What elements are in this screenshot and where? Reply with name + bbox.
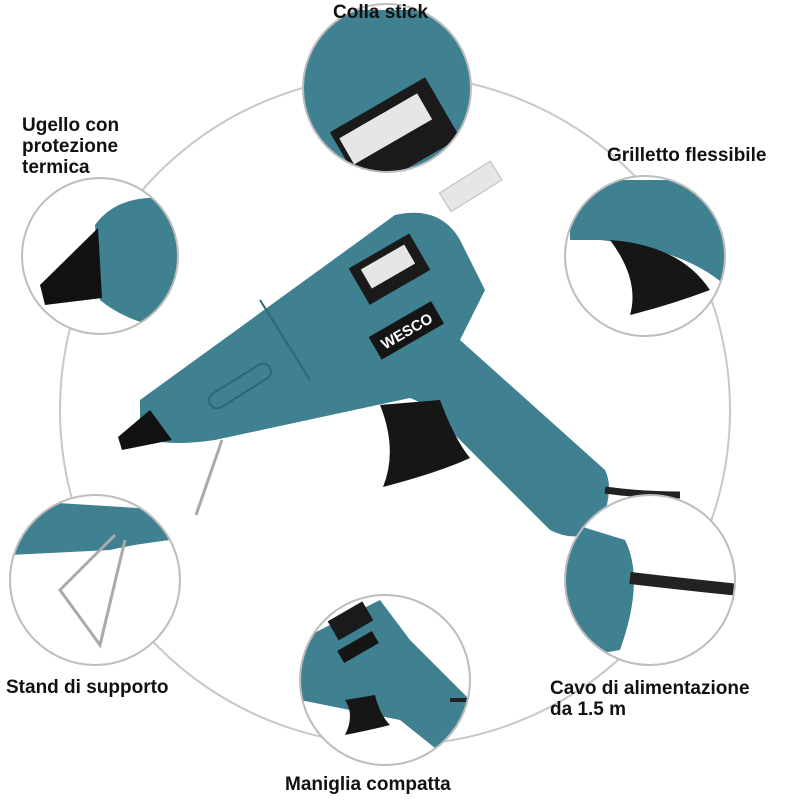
label-line: Ugello con: [22, 115, 120, 136]
label-stand: Stand di supporto: [6, 677, 169, 698]
detail-trigger: [565, 176, 725, 336]
label-cord: Cavo di alimentazione da 1.5 m: [550, 678, 750, 720]
detail-glue-stick: WESCO: [303, 4, 471, 172]
glue-stick: [438, 160, 503, 213]
glue-gun: WESCO: [118, 160, 681, 537]
detail-cord: [565, 495, 735, 665]
detail-nozzle: [22, 178, 178, 334]
label-line: termica: [22, 157, 90, 178]
brand-badge: [368, 301, 445, 360]
label-line: da 1.5 m: [550, 699, 627, 720]
detail-handle: [300, 595, 470, 765]
nozzle: [118, 410, 172, 450]
label-nozzle: Ugello con protezione termica: [22, 115, 119, 178]
power-cord: [604, 486, 681, 499]
label-line: Cavo di alimentazione: [550, 678, 750, 699]
wire-stand: [194, 439, 224, 516]
gun-body: [140, 212, 609, 537]
trigger: [380, 400, 470, 487]
label-handle: Maniglia compatta: [285, 774, 451, 795]
label-line: protezione: [22, 136, 119, 157]
label-glue-stick: Colla stick: [333, 2, 429, 23]
label-trigger: Grilletto flessibile: [607, 145, 767, 166]
detail-stand: [10, 495, 180, 665]
